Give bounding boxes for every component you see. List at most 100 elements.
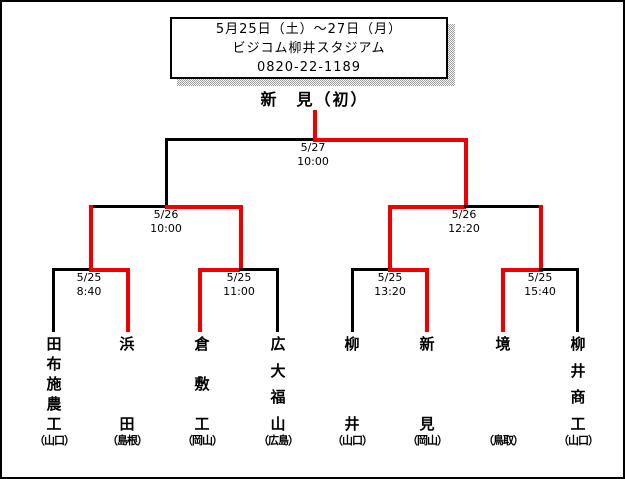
team-1-pref: （山口）: [34, 434, 75, 447]
team-6: 新見 （岡山）: [399, 336, 455, 447]
match-qf1-time: 8:40: [76, 285, 102, 298]
team-4-char: 山: [270, 414, 286, 433]
qf4-crossbar-left: [501, 268, 543, 272]
team-2-name: 浜田: [99, 336, 155, 432]
tournament-info-box: 5月25日（土）～27日（月） ビジコム柳井スタジアム 0820-22-1189: [170, 17, 448, 79]
team-3-char: 倉: [194, 335, 210, 353]
match-qf2-time: 11:00: [223, 285, 255, 298]
qf2-leg-left: [198, 268, 202, 332]
team-6-name: 新見: [399, 336, 455, 432]
team-7: 境 （鳥取）: [475, 336, 531, 447]
team-8-char: 井: [570, 361, 586, 380]
qf3-leg-right: [425, 268, 429, 332]
match-qf1: 5/25 8:40: [34, 271, 144, 299]
qf1-leg-right: [126, 268, 130, 332]
team-8-name: 柳井商工: [550, 336, 606, 432]
tournament-phone: 0820-22-1189: [256, 59, 362, 75]
team-7-pref: （鳥取）: [483, 434, 524, 447]
tournament-venue: ビジコム柳井スタジアム: [232, 40, 386, 56]
qf3-crossbar-right: [388, 268, 429, 272]
team-2-char: 田: [119, 415, 135, 433]
team-4-pref: （広島）: [258, 434, 299, 447]
team-3-name: 倉敷工: [174, 336, 230, 432]
team-4-char: 大: [270, 361, 286, 380]
team-3-pref: （岡山）: [182, 434, 223, 447]
team-1-char: 施: [46, 375, 62, 393]
team-5-char: 柳: [344, 335, 360, 353]
qf2-leg-right: [276, 268, 279, 332]
match-final-time: 10:00: [297, 155, 329, 168]
team-8-char: 柳: [570, 335, 586, 353]
team-5-name: 柳井: [324, 336, 380, 432]
semi-left-leg-left: [89, 205, 93, 269]
team-1: 田布施農工 （山口）: [26, 336, 82, 447]
qf1-crossbar-left: [52, 268, 92, 271]
team-4-name: 広大福山: [250, 336, 306, 432]
match-qf1-date: 5/25: [76, 271, 102, 284]
team-2-pref: （島根）: [107, 434, 148, 447]
match-semi-left-date: 5/26: [153, 208, 179, 221]
team-5-pref: （山口）: [332, 434, 373, 447]
match-final: 5/27 10:00: [258, 141, 368, 169]
semi-left-crossbar-left: [89, 205, 168, 208]
final-leg-left: [165, 138, 168, 206]
champion-stem: [313, 110, 317, 138]
semi-left-crossbar-right: [165, 205, 243, 209]
team-1-char: 農: [46, 395, 62, 413]
match-qf3: 5/25 13:20: [335, 271, 445, 299]
match-final-date: 5/27: [300, 141, 326, 154]
semi-right-leg-right: [539, 205, 543, 269]
team-8-char: 工: [570, 414, 586, 433]
qf3-crossbar-left: [351, 268, 391, 271]
final-leg-right: [464, 138, 468, 206]
match-semi-left-time: 10:00: [150, 222, 182, 235]
team-8-pref: （山口）: [558, 434, 599, 447]
match-qf3-date: 5/25: [377, 271, 403, 284]
qf3-leg-left: [351, 268, 354, 332]
team-4-char: 福: [270, 388, 286, 407]
qf2-crossbar-right: [239, 268, 279, 271]
match-qf4-time: 15:40: [524, 285, 556, 298]
team-5: 柳井 （山口）: [324, 336, 380, 447]
team-3: 倉敷工 （岡山）: [174, 336, 230, 447]
team-6-char: 見: [419, 415, 435, 433]
team-2-char: 浜: [119, 335, 135, 353]
match-semi-right-date: 5/26: [451, 208, 477, 221]
team-7-char: 境: [495, 335, 511, 353]
team-3-char: 工: [194, 415, 210, 433]
match-qf4-date: 5/25: [527, 271, 553, 284]
match-qf2-date: 5/25: [226, 271, 252, 284]
team-1-char: 布: [46, 355, 62, 373]
team-1-name: 田布施農工: [26, 336, 82, 432]
team-1-char: 田: [46, 335, 62, 353]
team-1-char: 工: [46, 415, 62, 433]
match-semi-right: 5/26 12:20: [409, 208, 519, 236]
semi-right-crossbar-left: [388, 205, 466, 209]
final-crossbar-left: [165, 138, 315, 141]
qf1-leg-left: [52, 268, 55, 332]
team-5-char: 井: [344, 415, 360, 433]
champion-label: 新 見（初）: [260, 90, 369, 109]
team-3-char: 敷: [194, 375, 210, 393]
team-8: 柳井商工 （山口）: [550, 336, 606, 447]
final-crossbar-right: [313, 138, 468, 142]
match-semi-left: 5/26 10:00: [111, 208, 221, 236]
team-4: 広大福山 （広島）: [250, 336, 306, 447]
semi-left-leg-right: [239, 205, 243, 269]
team-7-name: 境: [475, 336, 531, 432]
qf4-leg-left: [501, 268, 505, 332]
team-6-pref: （岡山）: [407, 434, 448, 447]
tournament-dates: 5月25日（土）～27日（月）: [215, 21, 403, 37]
qf4-crossbar-right: [539, 268, 579, 271]
qf4-leg-right: [576, 268, 579, 332]
match-semi-right-time: 12:20: [448, 222, 480, 235]
team-8-char: 商: [570, 388, 586, 407]
team-2: 浜田 （島根）: [99, 336, 155, 447]
semi-right-leg-left: [388, 205, 392, 269]
semi-right-crossbar-right: [464, 205, 542, 208]
match-qf4: 5/25 15:40: [485, 271, 595, 299]
match-qf3-time: 13:20: [374, 285, 406, 298]
team-6-char: 新: [419, 335, 435, 353]
qf2-crossbar-left: [198, 268, 240, 272]
